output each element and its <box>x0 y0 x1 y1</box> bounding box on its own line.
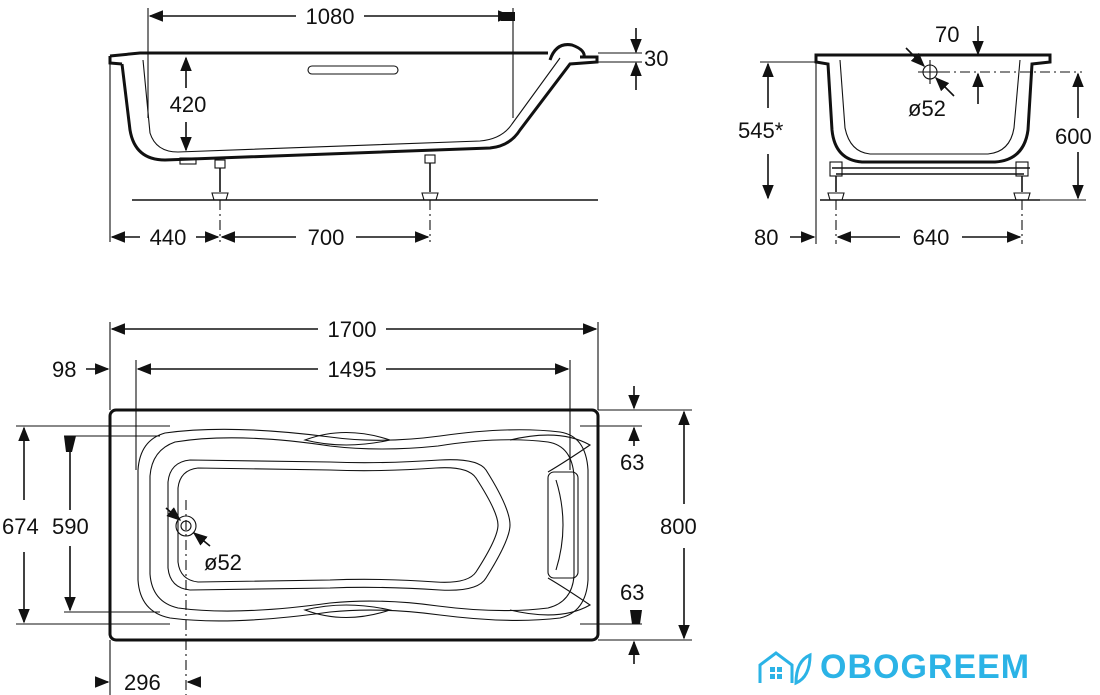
side-rim <box>109 51 548 58</box>
brand-logo-text: OBOGREEM <box>820 647 1031 686</box>
dim-674: 674 <box>2 514 39 539</box>
brand-logo: OBOGREEM <box>756 646 1030 688</box>
headrest-profile <box>548 43 586 61</box>
top-view: ø52 1700 1495 98 674 590 800 <box>2 317 697 695</box>
end-foot-right <box>1013 161 1031 201</box>
leg-left <box>211 159 229 201</box>
dim-63-top: 63 <box>620 450 644 475</box>
end-tub-inner <box>839 59 1021 155</box>
dim-700: 700 <box>308 225 345 250</box>
dim-420: 420 <box>170 92 207 117</box>
dim-296: 296 <box>124 670 161 695</box>
dim-545: 545* <box>738 118 784 143</box>
side-tub-inner <box>142 57 561 153</box>
house-leaf-icon <box>758 651 812 686</box>
end-view: ø52 70 545* 600 80 640 <box>738 22 1092 250</box>
dim-640: 640 <box>913 225 950 250</box>
dim-30: 30 <box>644 46 668 71</box>
dim-1495: 1495 <box>328 357 377 382</box>
dim-590: 590 <box>52 514 89 539</box>
dim-end-d52: ø52 <box>908 96 946 121</box>
dim-98: 98 <box>52 357 76 382</box>
top-outline <box>108 408 600 642</box>
leg-right <box>421 154 439 201</box>
dim-top-d52: ø52 <box>204 550 242 575</box>
side-view: 1080 420 30 440 700 <box>108 4 668 250</box>
end-tub-outline <box>814 53 1052 164</box>
dim-1700: 1700 <box>328 317 377 342</box>
dim-600: 600 <box>1055 124 1092 149</box>
end-foot-left <box>827 161 845 201</box>
headrest-top <box>547 471 579 579</box>
dim-63-bottom: 63 <box>620 580 644 605</box>
dim-70: 70 <box>935 22 959 47</box>
dim-1080: 1080 <box>306 4 355 29</box>
dim-440: 440 <box>150 225 187 250</box>
top-basin-inner <box>167 459 511 591</box>
handle-top <box>303 431 393 446</box>
handle-slot <box>307 65 399 75</box>
top-basin-outer <box>137 428 589 622</box>
end-frame <box>832 167 1030 175</box>
side-tub-outline <box>120 55 599 162</box>
handle-bottom <box>303 604 393 619</box>
dim-800: 800 <box>660 514 697 539</box>
dim-80: 80 <box>754 225 778 250</box>
